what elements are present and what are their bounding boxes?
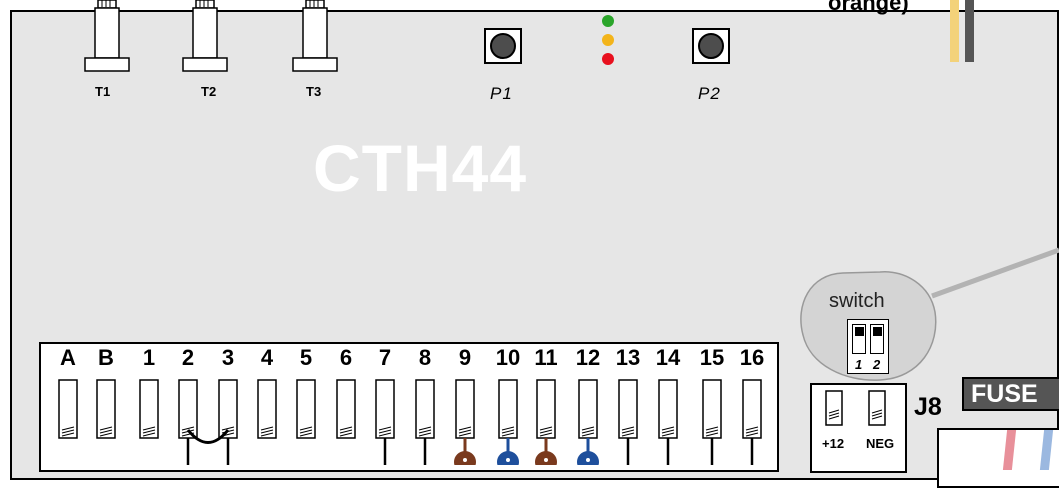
terminal-pin-label-11: 11: [534, 345, 558, 370]
terminal-pin-3[interactable]: [218, 379, 238, 465]
terminal-pin-a[interactable]: [58, 379, 78, 439]
dip-switch-num-2: 2: [873, 357, 881, 372]
terminal-pin-label-16: 16: [739, 345, 765, 370]
terminal-pin-label-9: 9: [458, 345, 472, 370]
dip-switch-2[interactable]: [870, 324, 884, 354]
push-button-label-p2: P2: [698, 84, 721, 103]
terminal-pin-4[interactable]: [257, 379, 277, 439]
terminal-pin-label-12: 12: [575, 345, 601, 370]
trimmer-label-t2: T2: [201, 84, 217, 99]
push-button-label-p1: P1: [490, 84, 513, 103]
jumper-wire: [186, 429, 230, 444]
j8-pin-plus12: [825, 390, 843, 426]
terminal-pin-label-8: 8: [418, 345, 432, 370]
cable-color-note: orange): [828, 0, 909, 15]
push-button-p2-cap: [698, 33, 724, 59]
terminal-pin-label-5: 5: [299, 345, 313, 370]
dip-switch-2-knob: [873, 327, 882, 336]
j8-pin-label-neg: NEG: [866, 436, 895, 451]
j8-pins: [825, 390, 886, 426]
board-model-watermark: CTH44: [313, 131, 528, 205]
terminal-pin-label-10: 10: [495, 345, 521, 370]
terminal-pins: [58, 379, 762, 465]
terminal-pin-label-b: B: [98, 345, 114, 370]
j8-pin-neg: [868, 390, 886, 426]
terminal-pin-9[interactable]: [454, 379, 476, 465]
j8-pin-label-plus12: +12: [822, 436, 845, 451]
wiring-diagram: CTH44 orange) T1 T: [10, 0, 1059, 488]
dip-switch-1-knob: [855, 327, 864, 336]
terminal-pin-10[interactable]: [497, 379, 519, 465]
gray-cable: [965, 0, 974, 62]
terminal-pin-1[interactable]: [139, 379, 159, 439]
terminal-pin-label-15: 15: [699, 345, 725, 370]
j8-label: J8: [914, 393, 942, 421]
terminal-pin-b[interactable]: [96, 379, 116, 439]
dip-switch-1[interactable]: [852, 324, 866, 354]
terminal-pin-label-1: 1: [142, 345, 156, 370]
trimmer-label-t3: T3: [306, 84, 322, 99]
trimmer-t1: [84, 0, 130, 72]
trimmer-label-t1: T1: [95, 84, 111, 99]
terminal-pin-label-3: 3: [221, 345, 235, 370]
led-green: [602, 15, 614, 27]
terminal-pin-6[interactable]: [336, 379, 356, 439]
terminal-pin-label-2: 2: [181, 345, 195, 370]
terminal-pin-label-4: 4: [260, 345, 274, 370]
trimmers: [84, 0, 338, 72]
led-red: [602, 53, 614, 65]
terminal-pin-label-14: 14: [655, 345, 681, 370]
trimmer-t2: [182, 0, 228, 72]
terminal-pin-5[interactable]: [296, 379, 316, 439]
terminal-pin-8[interactable]: [415, 379, 435, 465]
dip-switch-num-1: 1: [855, 357, 863, 372]
fuse-label: FUSE: [962, 377, 1059, 411]
trimmer-t3: [292, 0, 338, 72]
push-button-p1-cap: [490, 33, 516, 59]
terminal-pin-label-6: 6: [339, 345, 353, 370]
led-amber: [602, 34, 614, 46]
terminal-pin-label-7: 7: [378, 345, 392, 370]
push-button-p2[interactable]: [692, 28, 730, 64]
yellow-cable: [950, 0, 959, 62]
terminal-pin-12[interactable]: [577, 379, 599, 465]
terminal-pin-11[interactable]: [535, 379, 557, 465]
push-button-p1[interactable]: [484, 28, 522, 64]
terminal-pin-label-13: 13: [615, 345, 641, 370]
terminal-pin-label-a: A: [60, 345, 76, 370]
dip-switch[interactable]: 1 2: [847, 319, 889, 374]
switch-label: switch: [829, 290, 885, 312]
